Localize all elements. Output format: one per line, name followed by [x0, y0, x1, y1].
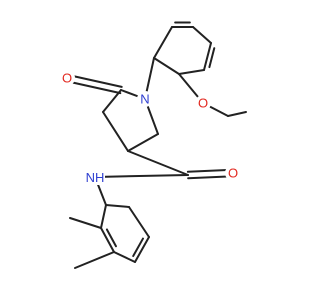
bond-B6-B1 [105, 204, 130, 208]
atom-label-layer: N O O O NH [59, 70, 241, 185]
ether-oxygen-label: O [198, 96, 208, 111]
bond-Ca-Na [94, 174, 189, 178]
ring-carbonyl-oxygen-label: O [62, 71, 72, 86]
bond-B3-Me2 [74, 251, 115, 269]
bond-C4-C3 [102, 111, 129, 152]
bond-C5-Ok-a [66, 73, 123, 88]
bond-C3-C2 [127, 133, 159, 152]
bond-B2-Me1 [69, 217, 102, 229]
bond-B5-B6 [128, 206, 150, 238]
amide-nh-label-bg [85, 169, 105, 185]
bond-B4-B5 [134, 236, 150, 263]
bond-Ca-Oa-a [187, 175, 235, 180]
bond-Ca-Oa-b [186, 168, 234, 173]
bond-B2-B3 [100, 227, 115, 253]
bond-Ar1-Ar2 [153, 26, 173, 59]
bond-B2-B3-inner [105, 228, 117, 248]
bond-layer [65, 21, 247, 269]
bond-Ar3-Ar4 [192, 26, 212, 44]
ring-nitrogen-label: N [140, 92, 149, 107]
bond-Ar4-Ar5 [203, 42, 212, 71]
bond-C3-Ca [127, 150, 189, 176]
bond-Ce1-Ce2 [227, 111, 247, 117]
bond-Ar4-Ar5-inner [208, 47, 216, 69]
bond-Ar5-Ar6 [178, 69, 205, 75]
bond-B4-B5-inner [132, 237, 144, 258]
bond-Ar6-Ar1 [153, 57, 180, 75]
ring-carbonyl-oxygen-label-bg [59, 70, 75, 86]
amide-nh-h: H [95, 170, 104, 185]
bond-C5-C4 [102, 89, 122, 113]
amide-oxygen-label-bg [225, 165, 241, 181]
molecule-structure: N O O O NH [59, 21, 247, 269]
amide-oxygen-label: O [228, 166, 238, 181]
ring-nitrogen-label-bg [137, 91, 153, 107]
amide-nh-label: NH [86, 170, 105, 185]
ether-oxygen-label-bg [195, 95, 211, 111]
bond-B3-B4 [113, 251, 136, 263]
bond-B1-B2 [100, 204, 107, 229]
amide-nh-n: N [86, 170, 95, 185]
bond-C5-Ok-b [65, 80, 122, 95]
